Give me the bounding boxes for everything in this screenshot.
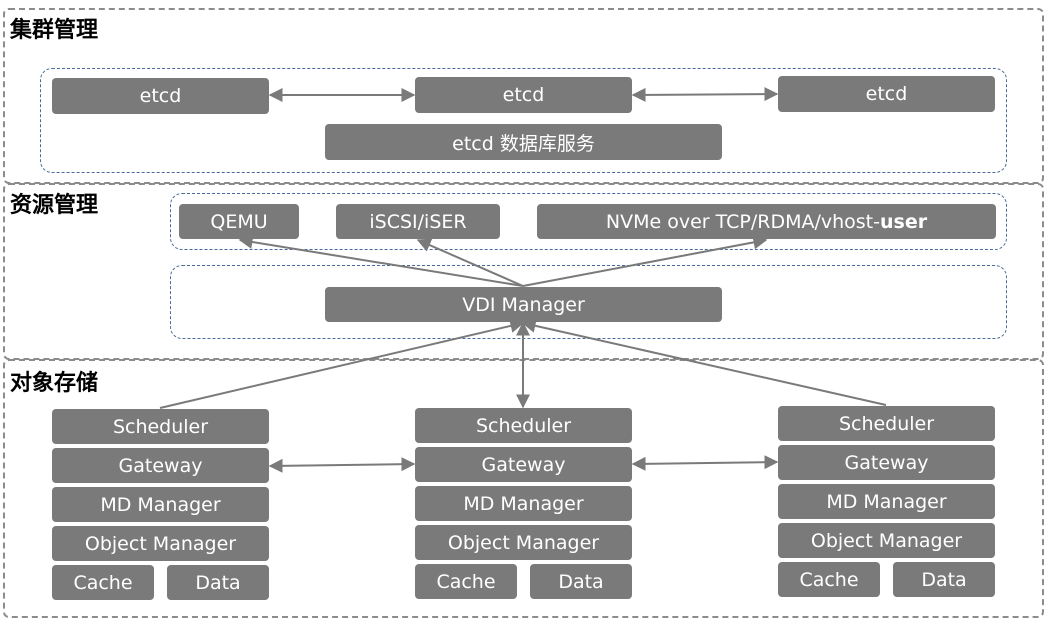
nvme-transport-label: NVMe over TCP/RDMA/vhost- <box>605 210 880 233</box>
resource-management-title: 资源管理 <box>10 193 99 218</box>
node1-object-manager: Object Manager <box>52 526 269 561</box>
node2-data: Data <box>530 564 632 599</box>
etcd-node-2: etcd <box>415 77 632 113</box>
node1-data: Data <box>167 565 269 600</box>
iscsi-iser-box: iSCSI/iSER <box>336 204 500 239</box>
nvme-transport-box: NVMe over TCP/RDMA/vhost-user <box>537 204 996 239</box>
node3-cache: Cache <box>778 562 880 597</box>
node2-md-manager: MD Manager <box>415 486 632 521</box>
node3-scheduler: Scheduler <box>778 406 995 441</box>
node2-object-manager: Object Manager <box>415 525 632 560</box>
node3-data: Data <box>893 562 995 597</box>
etcd-cluster-group <box>40 68 1007 173</box>
node3-md-manager: MD Manager <box>778 484 995 519</box>
node2-scheduler: Scheduler <box>415 408 632 443</box>
node1-cache: Cache <box>52 565 154 600</box>
node1-gateway: Gateway <box>52 448 269 483</box>
etcd-node-1: etcd <box>52 78 269 114</box>
node1-md-manager: MD Manager <box>52 487 269 522</box>
vdi-manager-box: VDI Manager <box>325 287 722 322</box>
object-storage-title: 对象存储 <box>10 371 99 396</box>
node3-gateway: Gateway <box>778 445 995 480</box>
node3-object-manager: Object Manager <box>778 523 995 558</box>
node2-gateway: Gateway <box>415 447 632 482</box>
node2-cache: Cache <box>415 564 517 599</box>
qemu-box: QEMU <box>179 204 299 239</box>
nvme-transport-label-bold: user <box>880 210 928 233</box>
etcd-database-service: etcd 数据库服务 <box>325 124 722 160</box>
etcd-node-3: etcd <box>778 76 995 112</box>
node1-scheduler: Scheduler <box>52 409 269 444</box>
cluster-management-title: 集群管理 <box>10 18 99 43</box>
